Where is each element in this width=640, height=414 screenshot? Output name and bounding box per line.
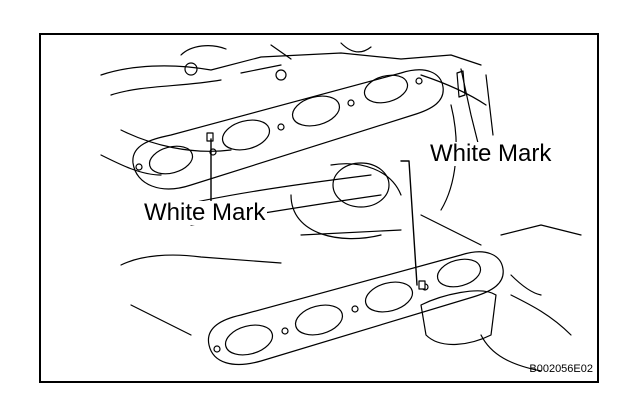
engine-outline-upper — [100, 52, 482, 76]
leader-line-right — [400, 160, 418, 286]
engine-illustration — [100, 42, 582, 372]
white-mark-label-left: White Mark — [142, 199, 268, 226]
white-mark-right — [418, 280, 426, 290]
intake-gasket-upper — [132, 69, 444, 190]
white-mark-left — [206, 132, 214, 142]
diagram-frame: White Mark White Mark B002056E02 — [39, 33, 599, 383]
figure-code: B002056E02 — [529, 363, 593, 375]
engine-outline-lower — [120, 224, 582, 336]
white-mark-label-right: White Mark — [428, 140, 554, 167]
intake-gasket-lower — [207, 251, 504, 366]
